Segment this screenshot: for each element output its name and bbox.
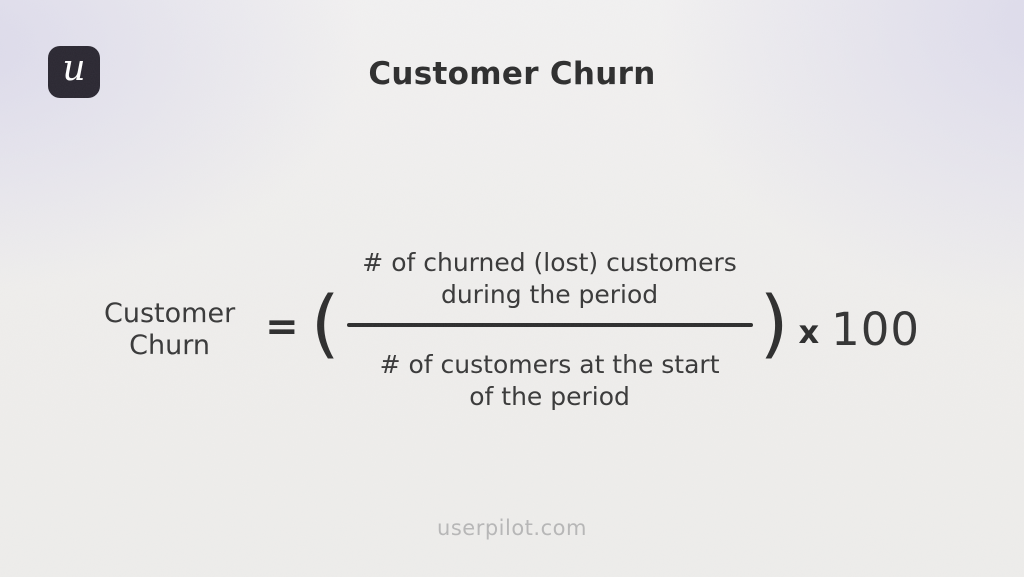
formula-lhs-line1: Customer <box>104 298 236 330</box>
equals-sign: = <box>265 304 299 350</box>
numerator: # of churned (lost) customers during the… <box>362 247 737 311</box>
multiply-sign: x <box>798 313 820 351</box>
footer-watermark: userpilot.com <box>437 516 587 540</box>
multiplier-value: 100 <box>831 302 920 356</box>
denominator-line2: of the period <box>469 382 630 411</box>
fraction: # of churned (lost) customers during the… <box>344 247 756 413</box>
denominator-line1: # of customers at the start <box>379 350 720 379</box>
page-title: Customer Churn <box>368 56 656 92</box>
denominator: # of customers at the start of the perio… <box>380 349 720 413</box>
numerator-line2: during the period <box>440 280 659 309</box>
numerator-line1: # of churned (lost) customers <box>362 248 737 277</box>
formula-lhs-line2: Churn <box>129 330 210 361</box>
churn-formula: Customer Churn = ( # of churned (lost) c… <box>0 240 1024 420</box>
formula-lhs-label: Customer Churn <box>104 298 235 362</box>
open-paren: ( <box>310 281 340 367</box>
close-paren: ) <box>759 281 789 367</box>
fraction-bar <box>346 323 753 327</box>
